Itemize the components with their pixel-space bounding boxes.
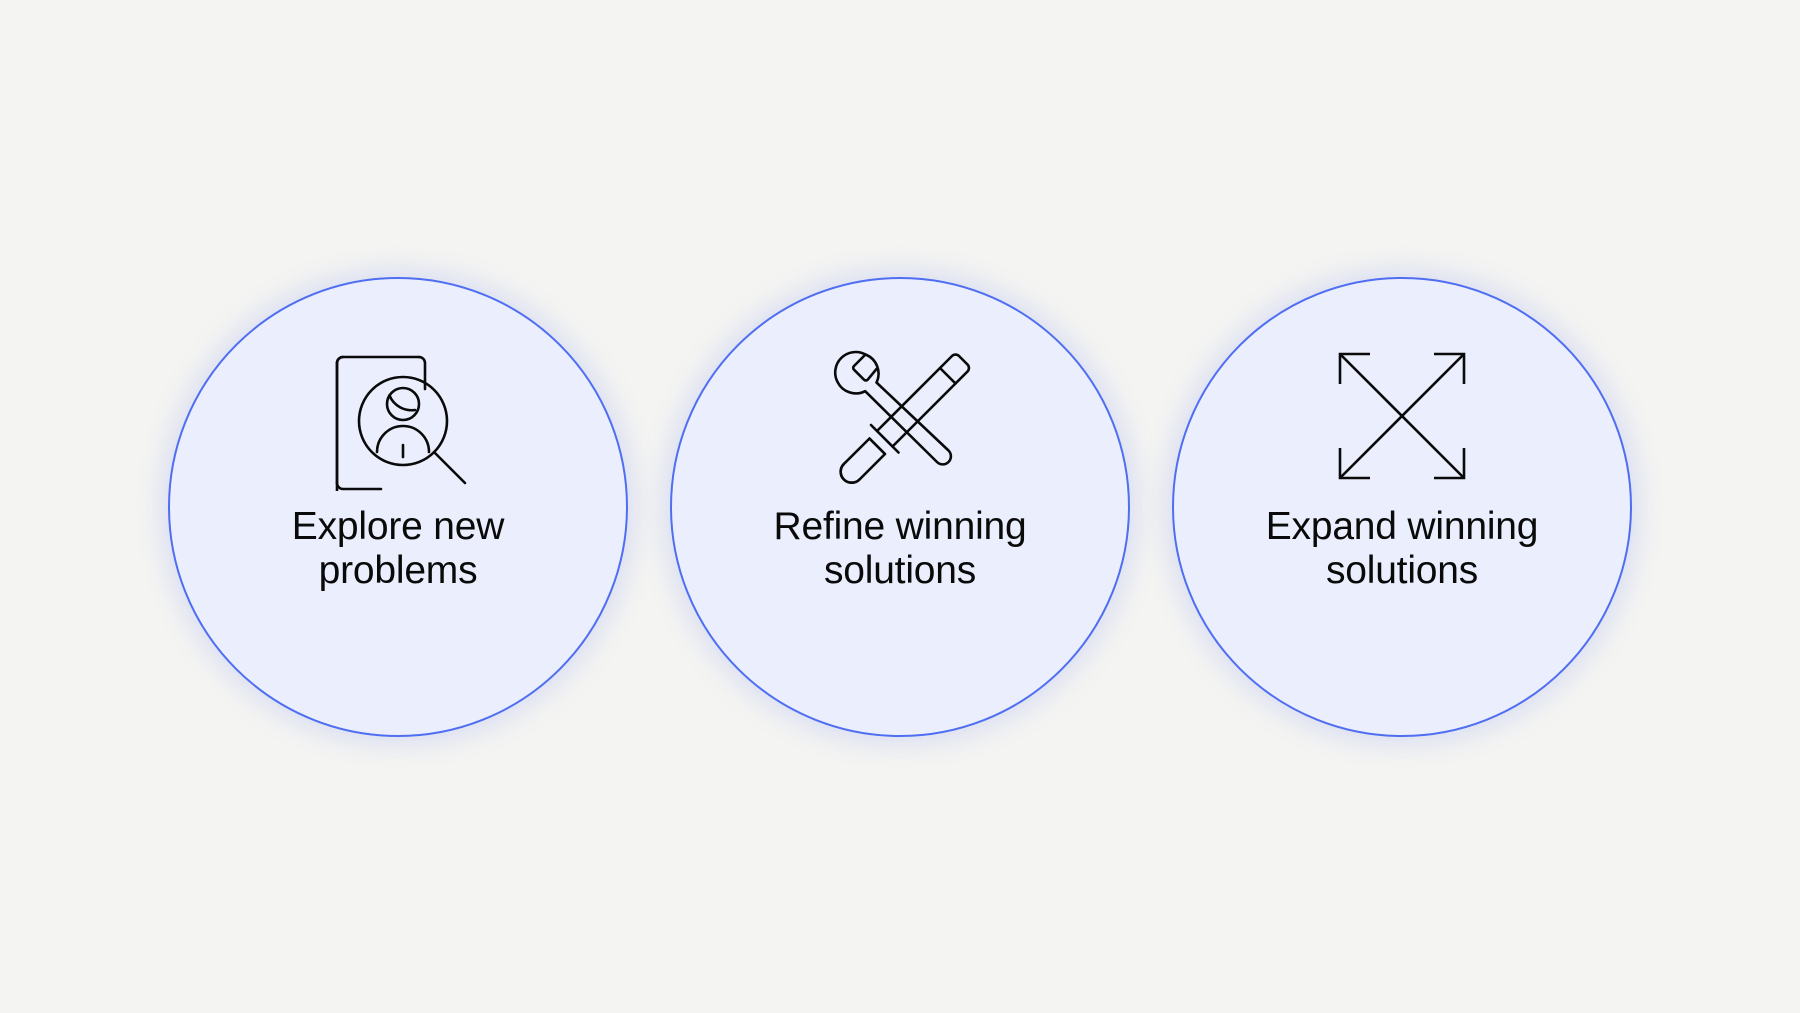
wrench-screwdriver-tools-icon — [825, 341, 975, 491]
card-label-line1: Explore new — [291, 504, 505, 548]
card-label-line2: solutions — [823, 549, 977, 593]
card-label: Expand winning solutions — [1232, 505, 1572, 595]
card-label-line2: problems — [318, 549, 478, 593]
card-refine-winning-solutions[interactable]: Refine winning solutions — [670, 276, 1130, 737]
card-label-line1: Expand winning — [1265, 504, 1539, 548]
document-person-search-icon — [323, 341, 473, 491]
card-label-line2: solutions — [1325, 549, 1479, 593]
expand-arrows-icon — [1327, 341, 1477, 491]
card-label: Explore new problems — [228, 505, 568, 595]
card-explore-new-problems[interactable]: Explore new problems — [168, 276, 628, 737]
card-label-line1: Refine winning — [773, 504, 1027, 548]
card-expand-winning-solutions[interactable]: Expand winning solutions — [1172, 276, 1632, 737]
card-label: Refine winning solutions — [730, 505, 1070, 595]
